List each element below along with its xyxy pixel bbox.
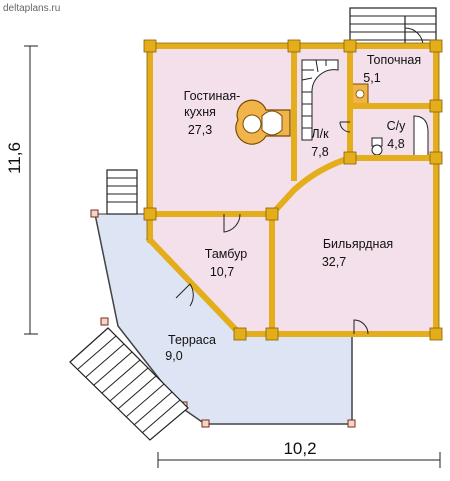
site-label: deltaplans.ru bbox=[3, 3, 60, 14]
furnace-name: Топочная bbox=[367, 53, 421, 67]
vestibule-area bbox=[150, 214, 272, 334]
billiard-name: Бильярдная bbox=[323, 237, 393, 251]
dimension-width bbox=[157, 452, 441, 468]
billiard-area-value: 32,7 bbox=[322, 255, 346, 269]
living-kitchen-name-1: Гостиная- bbox=[184, 89, 241, 103]
terrace-area-value: 9,0 bbox=[165, 349, 182, 363]
stove bbox=[235, 99, 291, 145]
boiler bbox=[351, 83, 369, 105]
entry-stairs bbox=[349, 7, 437, 47]
bathroom-area-value: 4,8 bbox=[387, 137, 404, 151]
billiard-area bbox=[272, 158, 436, 334]
living-kitchen-area-value: 27,3 bbox=[188, 123, 212, 137]
side-stairs bbox=[106, 169, 138, 215]
bathroom-name: С/у bbox=[387, 119, 407, 133]
stair-hall-name: Л/к bbox=[311, 127, 329, 141]
terrace-stairs bbox=[69, 327, 189, 441]
doors bbox=[175, 121, 369, 335]
terrace-name: Терраса bbox=[168, 333, 216, 347]
toilet bbox=[371, 137, 383, 156]
dimension-height bbox=[24, 45, 38, 335]
vestibule-area-value: 10,7 bbox=[210, 265, 234, 279]
stair-hall-area-value: 7,8 bbox=[311, 145, 328, 159]
interior-staircase bbox=[301, 59, 339, 141]
living-kitchen-name-2: кухня bbox=[184, 105, 216, 119]
shower bbox=[413, 115, 429, 157]
dimension-width-label: 10,2 bbox=[283, 439, 316, 458]
dimension-height-label: 11,6 bbox=[5, 142, 24, 174]
terrace-railing bbox=[94, 213, 353, 425]
log-corners bbox=[143, 39, 443, 341]
vestibule-name: Тамбур bbox=[205, 247, 247, 261]
furnace-area-value: 5,1 bbox=[363, 71, 380, 85]
